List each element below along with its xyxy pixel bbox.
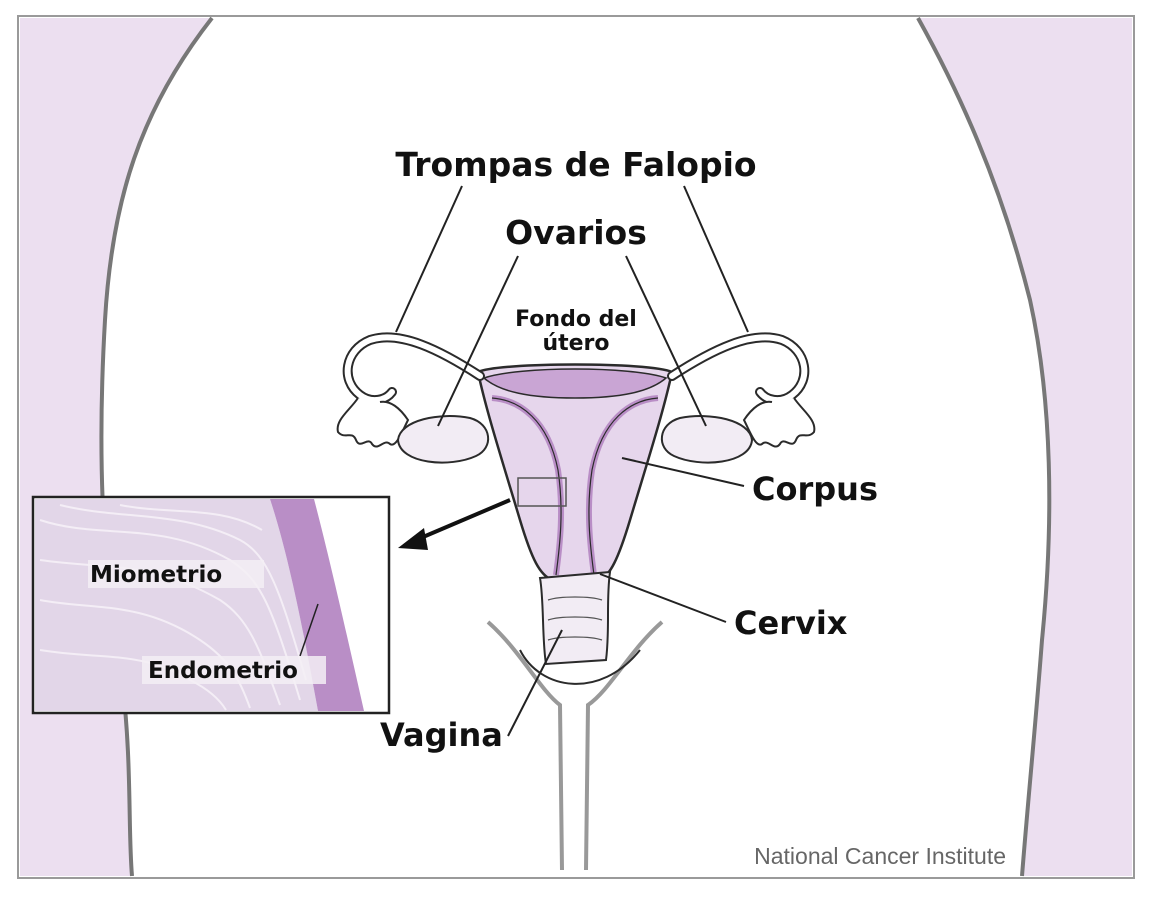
label-vagina: Vagina	[380, 716, 503, 754]
inset-magnified-view	[31, 495, 391, 715]
label-corpus: Corpus	[752, 470, 878, 508]
right-inner-leg-line	[584, 620, 664, 871]
right-tube-inner	[669, 334, 808, 404]
label-endometrium: Endometrio	[148, 658, 298, 684]
left-tube-inner	[344, 334, 483, 404]
right-body-contour	[916, 17, 1052, 877]
leader-ovary-left	[437, 255, 519, 427]
endometrium-label-bg	[142, 656, 326, 684]
cavity-line-right	[588, 397, 659, 576]
left-inner-leg-line	[486, 620, 564, 871]
uterus-body	[476, 363, 674, 582]
label-fundus-line1: Fondo del	[515, 307, 637, 332]
left-ovary	[396, 415, 490, 464]
right-fimbriae	[742, 397, 816, 448]
uterus	[476, 363, 674, 582]
fundus-band	[482, 368, 668, 399]
leader-cervix	[599, 573, 727, 623]
right-ovary	[660, 415, 754, 464]
label-ovaries: Ovarios	[505, 213, 647, 252]
credit-text: National Cancer Institute	[754, 843, 1006, 869]
cervix-canal	[538, 570, 612, 666]
leader-lines	[395, 185, 749, 737]
vagina-outline	[519, 649, 641, 685]
label-fallopian-tubes: Trompas de Falopio	[395, 145, 756, 184]
leader-corpus	[621, 457, 745, 487]
zoom-arrow-line	[415, 498, 511, 542]
cavity-line-left	[491, 397, 562, 576]
zoom-arrow-head	[398, 528, 428, 550]
label-myometrium: Miometrio	[90, 562, 222, 588]
fallopian-tubes	[336, 332, 816, 448]
leader-tube-right	[683, 185, 749, 333]
leader-endometrium	[299, 603, 319, 657]
left-fimbriae	[336, 397, 410, 448]
myometrium-label-bg	[88, 560, 264, 588]
zoom-marker-box	[517, 477, 567, 507]
label-cervix: Cervix	[734, 604, 848, 642]
cervix-folds	[547, 596, 603, 641]
leader-ovary-right	[625, 255, 707, 427]
leader-vagina	[507, 629, 563, 737]
label-fundus-line2: útero	[542, 331, 609, 356]
left-body-contour	[99, 16, 214, 877]
right-thigh-region	[918, 18, 1132, 876]
leader-tube-left	[395, 185, 463, 333]
